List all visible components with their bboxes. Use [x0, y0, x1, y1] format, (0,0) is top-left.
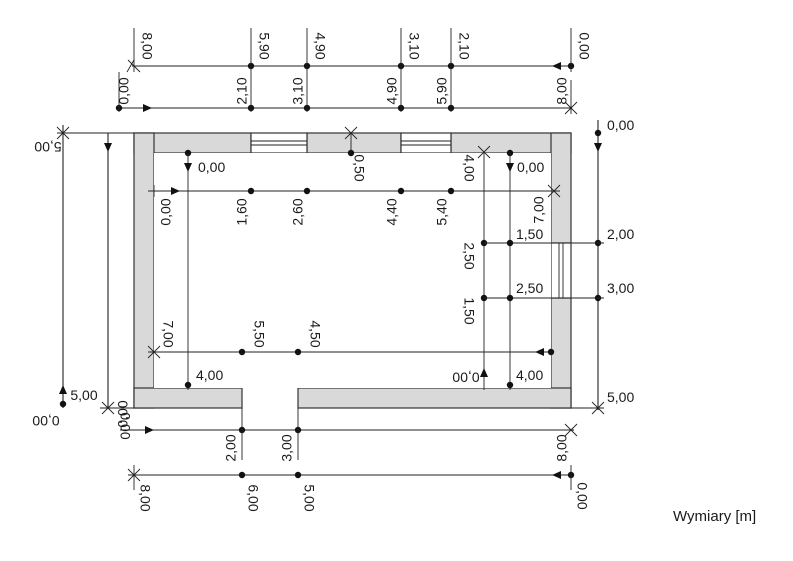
right-outer-label-0: 0,00 — [607, 117, 634, 133]
interior-window-depth: 0,50 — [351, 154, 367, 181]
interior-mark-25: 2,50 — [516, 280, 543, 296]
interior-right-4: 4,00 — [516, 367, 543, 383]
top-outer-label-1: 5,90 — [256, 32, 272, 59]
interior-row-0: 0,00 — [158, 198, 174, 225]
bottom-outer-label-2: 5,00 — [301, 484, 317, 511]
left-outer-label-bottom: 0,00 — [32, 413, 59, 429]
interior-row-2: 2,60 — [290, 198, 306, 225]
top-inner-label-0: 0,00 — [116, 77, 132, 104]
top-outer-label-0: 8,00 — [139, 32, 155, 59]
left-wall — [133, 132, 155, 409]
bottom-inner-label-3: 8,00 — [554, 434, 570, 461]
right-outer-label-2: 3,00 — [607, 280, 634, 296]
left-inner-label-0: 0,00 — [115, 400, 131, 427]
bottom-inner-label-1: 2,00 — [223, 434, 239, 461]
right-outer-label-3: 5,00 — [607, 389, 634, 405]
top-outer-label-2: 4,90 — [312, 32, 328, 59]
interior-right-ref: 0,00 — [517, 159, 544, 175]
left-inner-label-5: 5,00 — [70, 387, 97, 403]
interior-row-bottom-0: 5,50 — [251, 320, 267, 347]
interior-row-3: 4,40 — [384, 198, 400, 225]
right-outer-dimension: 0,00 2,00 3,00 5,00 — [571, 117, 634, 415]
interior-vert-7: 7,00 — [160, 320, 176, 347]
interior-left-4: 4,00 — [196, 367, 223, 383]
interior-vert-4: 4,00 — [461, 154, 477, 181]
top-window-2 — [400, 132, 452, 154]
walls — [133, 132, 572, 409]
interior-vert-25: 2,50 — [461, 242, 477, 269]
bottom-inner-label-0: 0,00 — [117, 412, 133, 439]
bottom-wall-left — [133, 387, 243, 409]
left-inner-dimension: 5,00 0,00 — [70, 133, 134, 428]
interior-top-ref: 0,00 — [198, 159, 225, 175]
top-inner-label-2: 3,10 — [290, 77, 306, 104]
right-wall-upper — [550, 132, 572, 244]
bottom-outer-label-1: 6,00 — [245, 484, 261, 511]
top-inner-label-3: 4,90 — [384, 77, 400, 104]
interior-row-5: 7,00 — [531, 196, 547, 223]
left-outer-label-top: 5,00 — [34, 139, 61, 155]
interior-vert-15: 1,50 — [461, 297, 477, 324]
top-inner-dimension: 0,00 2,10 3,10 4,90 5,90 8,00 — [116, 72, 578, 115]
top-outer-label-4: 2,10 — [456, 32, 472, 59]
bottom-outer-label-3: 0,00 — [574, 482, 590, 509]
bottom-inner-label-2: 3,00 — [279, 434, 295, 461]
bottom-inner-dimension: 0,00 2,00 3,00 8,00 — [117, 408, 578, 462]
right-outer-label-1: 2,00 — [607, 226, 634, 242]
top-window-1 — [250, 132, 308, 154]
top-outer-label-3: 3,10 — [406, 32, 422, 59]
bottom-outer-dimension: 8,00 6,00 5,00 0,00 — [127, 465, 590, 512]
interior-row-4: 5,40 — [434, 198, 450, 225]
interior-dimensions: 0,00 0,50 0,00 0,00 1,60 2,60 4,40 5,40 … — [147, 126, 561, 390]
interior-row-bottom-1: 4,50 — [307, 320, 323, 347]
top-outer-label-5: 0,00 — [576, 32, 592, 59]
top-outer-dimension: 8,00 5,90 4,90 3,10 2,10 0,00 — [126, 28, 592, 73]
top-inner-label-5: 8,00 — [554, 77, 570, 104]
top-inner-label-4: 5,90 — [434, 77, 450, 104]
interior-mark-15: 1,50 — [516, 226, 543, 242]
interior-row-1: 1,60 — [234, 198, 250, 225]
room-interior — [154, 153, 551, 388]
left-outer-dimension: 5,00 0,00 — [32, 125, 134, 429]
right-window — [550, 242, 572, 299]
interior-bottom-ref: 0,00 — [452, 369, 479, 385]
bottom-outer-label-0: 8,00 — [137, 484, 153, 511]
bottom-wall-right — [297, 387, 572, 409]
top-inner-label-1: 2,10 — [234, 77, 250, 104]
units-caption: Wymiary [m] — [673, 508, 757, 525]
